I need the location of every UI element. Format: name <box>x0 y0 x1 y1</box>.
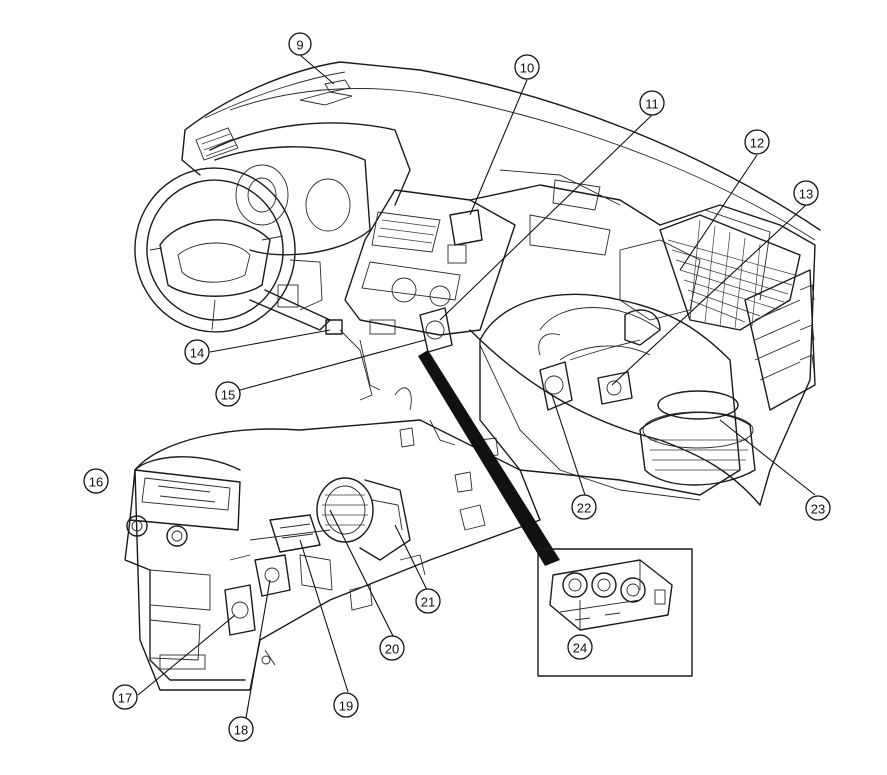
callout-23: 23 <box>805 495 831 521</box>
callout-17: 17 <box>112 684 138 710</box>
callout-21: 21 <box>415 588 441 614</box>
callout-22-label: 22 <box>577 501 591 516</box>
callout-11: 11 <box>639 90 665 116</box>
callout-14-label: 14 <box>190 346 204 361</box>
rear-console-unit <box>124 419 541 691</box>
callout-24-label: 24 <box>573 641 587 656</box>
inset-pointer-arrow <box>418 350 560 566</box>
callout-22: 22 <box>571 494 597 520</box>
callout-10-label: 10 <box>520 61 534 76</box>
callout-12-label: 12 <box>750 136 764 151</box>
callout-23-label: 23 <box>811 502 825 517</box>
inset-climate-control-panel <box>418 350 693 677</box>
callout-16-label: 16 <box>89 475 103 490</box>
callout-9: 9 <box>288 32 312 56</box>
dashboard-body <box>181 61 821 506</box>
callout-11-label: 11 <box>645 97 659 112</box>
callout-15-label: 15 <box>221 388 235 403</box>
callout-18-label: 18 <box>234 723 248 738</box>
callout-20-label: 20 <box>385 642 399 657</box>
heater-unit-assembly <box>325 209 816 496</box>
steering-wheel <box>134 167 331 333</box>
callout-15: 15 <box>215 381 241 407</box>
inset-frame <box>537 548 693 677</box>
callout-24: 24 <box>567 634 593 660</box>
callout-9-label: 9 <box>296 38 303 53</box>
callout-14: 14 <box>184 339 210 365</box>
callout-19: 19 <box>333 692 359 718</box>
callout-12: 12 <box>744 129 770 155</box>
callout-16: 16 <box>83 468 109 494</box>
callout-20: 20 <box>379 635 405 661</box>
leader-lines <box>137 54 816 719</box>
callout-21-label: 21 <box>421 595 435 610</box>
callout-labels: 9 10 11 12 13 14 15 16 <box>83 32 831 742</box>
callout-18: 18 <box>228 716 254 742</box>
callout-13-label: 13 <box>799 187 813 202</box>
callout-10: 10 <box>514 54 540 80</box>
callout-13: 13 <box>793 180 819 206</box>
callout-19-label: 19 <box>339 699 353 714</box>
callout-17-label: 17 <box>118 691 132 706</box>
